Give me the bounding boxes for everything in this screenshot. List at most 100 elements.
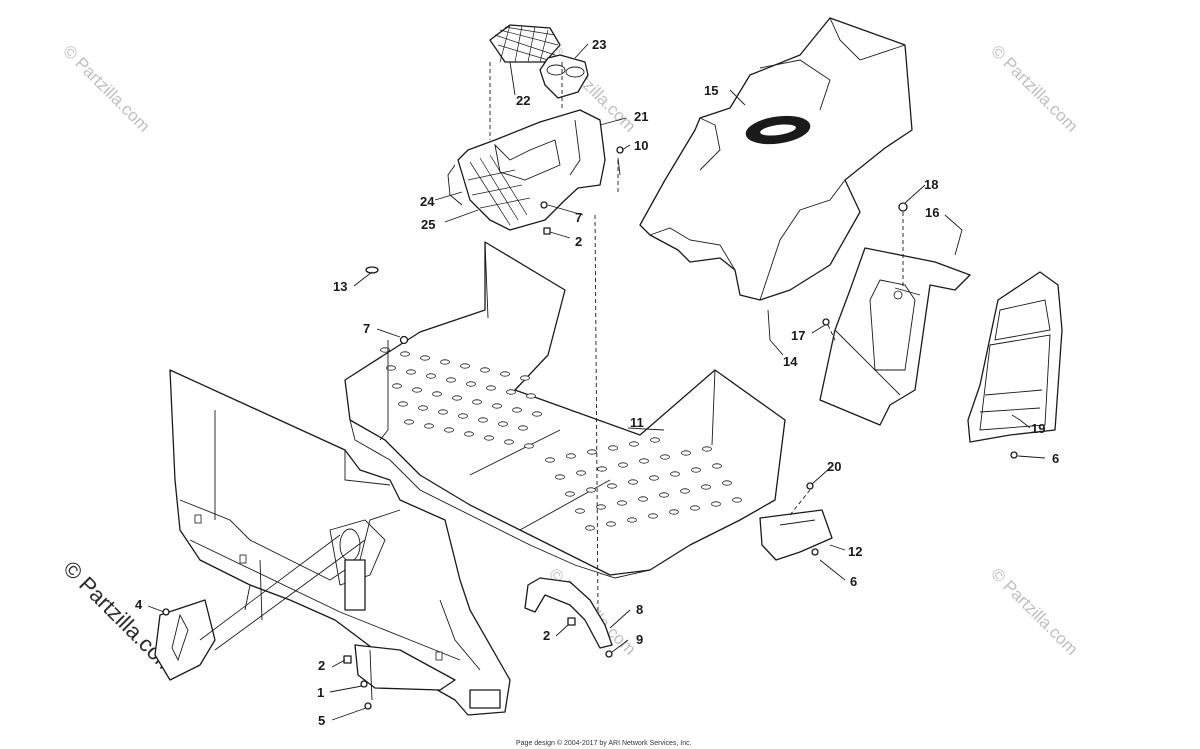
floor-hole — [464, 431, 474, 437]
footer-credit: Page design © 2004-2017 by ARI Network S… — [516, 739, 692, 747]
callout-2-bracket8: 2 — [543, 628, 550, 643]
floor-hole — [565, 491, 575, 497]
floor-hole — [472, 399, 482, 405]
net-22 — [489, 24, 561, 63]
floor-hole — [412, 387, 422, 393]
floor-hole — [500, 371, 510, 377]
floor-hole — [607, 483, 617, 489]
callout-22: 22 — [516, 93, 530, 108]
floor-hole — [460, 363, 470, 369]
floor-hole — [420, 355, 430, 361]
fastener-9 — [605, 650, 613, 658]
callout-14: 14 — [783, 354, 798, 369]
callout-1: 1 — [317, 685, 324, 700]
callout-17: 17 — [791, 328, 805, 343]
callout-19: 19 — [1031, 421, 1045, 436]
fastener-6-grille — [1010, 451, 1018, 459]
callout-16: 16 — [925, 205, 939, 220]
floor-hole — [566, 453, 576, 459]
bracket-8 — [524, 577, 613, 649]
floor-hole — [458, 413, 468, 419]
floor-hole — [722, 480, 732, 486]
floor-hole — [627, 517, 637, 523]
fastener-7-console — [540, 201, 548, 209]
callout-13: 13 — [333, 279, 347, 294]
floor-hole — [484, 435, 494, 441]
floor-hole — [629, 441, 639, 447]
fastener-1 — [360, 680, 368, 688]
alignment-lines — [199, 62, 904, 701]
floor-hole — [512, 407, 522, 413]
floor-hole — [486, 385, 496, 391]
floor-hole — [392, 383, 402, 389]
floor-hole — [444, 427, 454, 433]
floor-hole — [492, 403, 502, 409]
floor-hole — [440, 359, 450, 365]
callout-2-console: 2 — [575, 234, 582, 249]
floor-hole — [406, 369, 416, 375]
floor-hole — [691, 467, 701, 473]
floor-hole — [426, 373, 436, 379]
floor-hole — [432, 391, 442, 397]
floor-hole — [638, 496, 648, 502]
watermark-top-left: © Partzilla.com — [59, 41, 153, 135]
front-cover-15 — [639, 17, 913, 301]
floor-hole — [532, 411, 542, 417]
floor-hole — [681, 450, 691, 456]
callout-labels: 1 2 2 2 2 4 5 6 6 7 7 8 9 10 11 12 13 14… — [135, 37, 1059, 728]
callout-21: 21 — [634, 109, 648, 124]
callout-8: 8 — [636, 602, 643, 617]
watermark-bottom-right: © Partzilla.com — [987, 564, 1081, 658]
fastener-20 — [806, 482, 814, 490]
floor-hole — [424, 423, 434, 429]
floor-hole — [518, 425, 528, 431]
callout-11: 11 — [630, 415, 644, 430]
floor-hole — [520, 375, 530, 381]
callout-24: 24 — [420, 194, 435, 209]
side-grille-19 — [967, 271, 1063, 443]
fastener-7-floor — [399, 335, 409, 345]
bracket-12 — [759, 509, 833, 561]
floor-hole — [404, 419, 414, 425]
floor-hole — [418, 405, 428, 411]
floor-hole — [438, 409, 448, 415]
leader-lines — [147, 43, 1046, 721]
floor-hole — [545, 457, 555, 463]
fastener-6-bracket — [811, 548, 819, 556]
fastener-17 — [822, 318, 830, 326]
floor-hole — [380, 347, 390, 353]
floor-holes — [380, 347, 742, 531]
floor-hole — [690, 505, 700, 511]
floor-hole — [628, 479, 638, 485]
callout-5: 5 — [318, 713, 325, 728]
fastener-2-bracket8 — [567, 617, 576, 626]
floor-hole — [670, 471, 680, 477]
floor-hole — [596, 504, 606, 510]
floor-hole — [659, 492, 669, 498]
floor-hole — [618, 462, 628, 468]
floor-hole — [702, 446, 712, 452]
floor-hole — [587, 449, 597, 455]
cup-holder-23 — [539, 54, 589, 99]
bracket-plate-4 — [154, 599, 216, 681]
fasteners — [162, 146, 1018, 710]
callout-6-grille: 6 — [1052, 451, 1059, 466]
callout-10: 10 — [634, 138, 648, 153]
floor-hole — [585, 525, 595, 531]
left-side-panel — [169, 369, 511, 716]
floor-hole — [680, 488, 690, 494]
callout-7-console: 7 — [575, 210, 582, 225]
callout-15: 15 — [704, 83, 718, 98]
floor-hole — [466, 381, 476, 387]
floor-hole — [669, 509, 679, 515]
callout-4: 4 — [135, 597, 143, 612]
floor-hole — [524, 443, 534, 449]
floor-hole — [452, 395, 462, 401]
floor-hole — [650, 437, 660, 443]
floor-hole — [506, 389, 516, 395]
callout-12: 12 — [848, 544, 862, 559]
floor-hole — [555, 474, 565, 480]
callout-18: 18 — [924, 177, 938, 192]
floor-hole — [608, 445, 618, 451]
